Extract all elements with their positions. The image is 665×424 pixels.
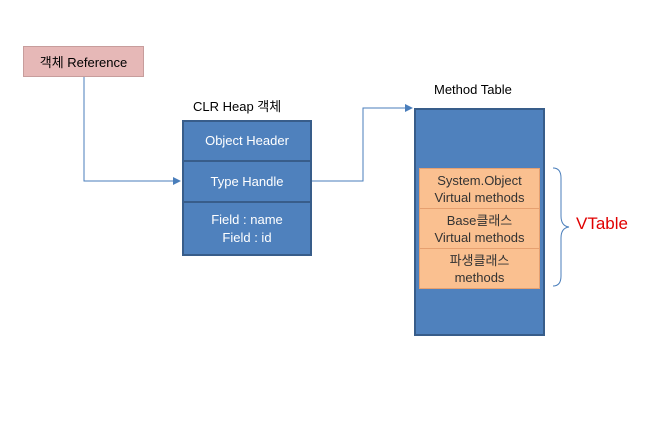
type-handle-to-method-table-arrow (312, 104, 413, 182)
system-object-line1: System.Object (437, 172, 522, 188)
type-handle-label: Type Handle (210, 173, 284, 189)
clr-heap-title: CLR Heap 객체 (193, 99, 282, 114)
system-object-methods-cell: System.Object Virtual methods (419, 168, 540, 209)
vtable-label: VTable (576, 214, 628, 233)
derived-class-methods-cell: 파생클래스 methods (419, 248, 540, 289)
base-class-line2: Virtual methods (434, 229, 525, 245)
derived-class-line1: 파생클래스 (449, 252, 510, 268)
clr-heap-object: Object Header Type Handle Field : name F… (182, 120, 312, 256)
system-object-line2: Virtual methods (434, 189, 525, 205)
reference-to-type-handle-arrow (83, 77, 181, 185)
method-table-title: Method Table (434, 82, 512, 97)
fields-cell: Field : name Field : id (184, 203, 310, 254)
base-class-methods-cell: Base클래스 Virtual methods (419, 208, 540, 249)
vtable-bracket (552, 167, 570, 287)
object-header-cell: Object Header (184, 122, 310, 162)
object-header-label: Object Header (205, 133, 289, 148)
type-handle-cell: Type Handle (184, 162, 310, 203)
object-reference-box: 객체 Reference (23, 46, 144, 77)
object-reference-label: 객체 Reference (39, 55, 128, 70)
field-id-label: Field : id (222, 229, 272, 245)
base-class-line1: Base클래스 (446, 212, 513, 228)
method-table: System.Object Virtual methods Base클래스 Vi… (414, 108, 545, 336)
derived-class-line2: methods (454, 269, 505, 285)
field-name-label: Field : name (211, 211, 283, 227)
